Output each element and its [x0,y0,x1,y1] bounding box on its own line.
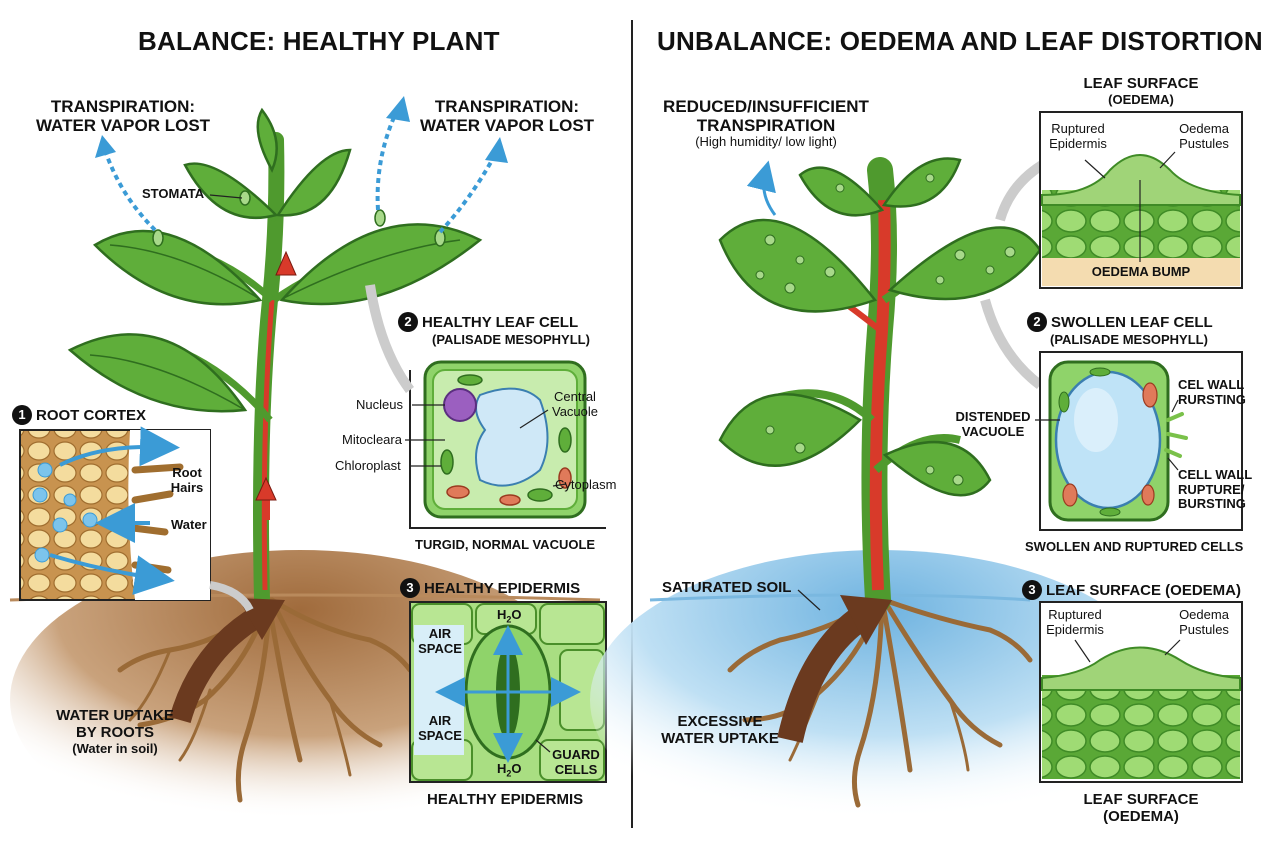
rupture-line3: BURSTING [1178,497,1252,512]
rupture-line2: RUPTURE/ [1178,483,1252,498]
pustules-top-line2: Pustules [1170,137,1238,152]
water-uptake-line1: WATER UPTAKE [40,708,190,725]
h2o-bottom-o: O [511,761,521,776]
reduced-line2: TRANSPIRATION [655,116,877,135]
root-cortex-number: 1 [12,405,32,425]
pustules-bottom-line1: Oedema [1170,608,1238,623]
oedema-bump-label: OEDEMA BUMP [1042,265,1240,280]
oedema-pustules-bottom-label: Oedema Pustules [1170,608,1238,637]
healthy-leaf-cell-number: 2 [398,312,418,332]
h2o-top-h: H [497,607,506,622]
central-vacuole-line2: Vacuole [545,405,605,420]
saturated-soil-label: SATURATED SOIL [662,580,791,597]
cytoplasm-label: Cytoplasm [555,478,616,493]
leaf-surface-bottom-title: LEAF SURFACE (OEDEMA) [1046,582,1241,599]
reduced-transpiration-label: REDUCED/INSUFFICIENT TRANSPIRATION (High… [655,97,877,150]
root-cortex-title: ROOT CORTEX [36,407,146,424]
guard-cells-label: GUARD CELLS [548,748,604,777]
air-space-top-label: AIR SPACE [418,627,462,656]
water-uptake-label: WATER UPTAKE BY ROOTS (Water in soil) [40,708,190,756]
reduced-line1: REDUCED/INSUFFICIENT [655,97,877,116]
swollen-leaf-cell-title: SWOLLEN LEAF CELL [1051,314,1213,331]
pustules-bottom-line2: Pustules [1170,623,1238,638]
guard-cells-line2: CELLS [548,763,604,778]
right-transpiration-line2: WATER VAPOR LOST [412,116,602,135]
h2o-bottom-label: H2O [497,762,522,779]
healthy-leaf-cell-title: HEALTHY LEAF CELL [422,314,578,331]
root-hairs-line1: Root [165,466,209,481]
distended-line1: DISTENDED [952,410,1034,425]
pustules-top-line1: Oedema [1170,122,1238,137]
healthy-epidermis-caption: HEALTHY EPIDERMIS [427,792,583,809]
cell-wall-rupture-label: CELL WALL RUPTURE/ BURSTING [1178,468,1252,512]
healthy-leaf-cell-subtitle: (PALISADE MESOPHYLL) [432,333,590,348]
water-uptake-sub: (Water in soil) [40,742,190,757]
swollen-cells-caption: SWOLLEN AND RUPTURED CELLS [1025,540,1243,555]
left-title: BALANCE: HEALTHY PLANT [138,27,500,56]
reduced-sub: (High humidity/ low light) [655,135,877,150]
distended-vacuole-label: DISTENDED VACUOLE [952,410,1034,439]
right-transpiration-line1: TRANSPIRATION: [412,97,602,116]
leaf-surface-top-line1: LEAF SURFACE [1040,76,1242,93]
ruptured-bottom-line1: Ruptured [1040,608,1110,623]
rupture-line1: CELL WALL [1178,468,1252,483]
swollen-leaf-cell-number: 2 [1027,312,1047,332]
leaf-surface-bottom-number: 3 [1022,580,1042,600]
water-label: Water [171,518,207,533]
left-transpiration-line2: WATER VAPOR LOST [28,116,218,135]
root-cortex-inset [20,430,250,610]
air-space-top-line1: AIR [418,627,462,642]
healthy-epidermis-title: HEALTHY EPIDERMIS [424,580,580,597]
root-hairs-line2: Hairs [165,481,209,496]
mitochondria-label: Mitocleara [342,433,402,448]
bursting-line1: CEL WALL [1178,378,1246,393]
leaf-surface-bottom-caption-line2: (OEDEMA) [1040,809,1242,826]
right-title: UNBALANCE: OEDEMA AND LEAF DISTORTION [657,27,1263,56]
chloroplast-label: Chloroplast [335,459,401,474]
nucleus-label: Nucleus [356,398,403,413]
guard-cells-line1: GUARD [548,748,604,763]
stomata-label: STOMATA [142,187,204,202]
leaf-surface-bottom-caption-line1: LEAF SURFACE [1040,792,1242,809]
ruptured-epidermis-bottom-label: Ruptured Epidermis [1040,608,1110,637]
air-space-bottom-label: AIR SPACE [418,714,462,743]
root-hairs-label: Root Hairs [165,466,209,495]
h2o-bottom-h: H [497,761,506,776]
healthy-epidermis-number: 3 [400,578,420,598]
air-space-bottom-line1: AIR [418,714,462,729]
air-space-bottom-line2: SPACE [418,729,462,744]
ruptured-bottom-line2: Epidermis [1040,623,1110,638]
oedema-pustules-top-label: Oedema Pustules [1170,122,1238,151]
central-vacuole-label: Central Vacuole [545,390,605,419]
water-uptake-line2: BY ROOTS [40,725,190,742]
excessive-line2: WATER UPTAKE [650,731,790,748]
ruptured-top-line2: Epidermis [1043,137,1113,152]
leaf-surface-bottom-caption: LEAF SURFACE (OEDEMA) [1040,792,1242,826]
ruptured-top-line1: Ruptured [1043,122,1113,137]
excessive-uptake-label: EXCESSIVE WATER UPTAKE [650,714,790,748]
air-space-top-line2: SPACE [418,642,462,657]
right-transpiration-label: TRANSPIRATION: WATER VAPOR LOST [412,97,602,135]
bursting-line2: RURSTING [1178,393,1246,408]
distended-line2: VACUOLE [952,425,1034,440]
left-transpiration-line1: TRANSPIRATION: [28,97,218,116]
leaf-surface-top-line2: (OEDEMA) [1040,93,1242,108]
excessive-line1: EXCESSIVE [650,714,790,731]
h2o-top-label: H2O [497,608,522,625]
left-transpiration-label: TRANSPIRATION: WATER VAPOR LOST [28,97,218,135]
reduced-transpiration-arrow [764,175,775,215]
central-vacuole-line1: Central [545,390,605,405]
h2o-top-o: O [511,607,521,622]
healthy-leaf-cell-caption: TURGID, NORMAL VACUOLE [415,538,595,553]
cell-wall-bursting-label: CEL WALL RURSTING [1178,378,1246,407]
ruptured-epidermis-top-label: Ruptured Epidermis [1043,122,1113,151]
leaf-surface-top-title: LEAF SURFACE (OEDEMA) [1040,76,1242,107]
swollen-leaf-cell-subtitle: (PALISADE MESOPHYLL) [1050,333,1208,348]
